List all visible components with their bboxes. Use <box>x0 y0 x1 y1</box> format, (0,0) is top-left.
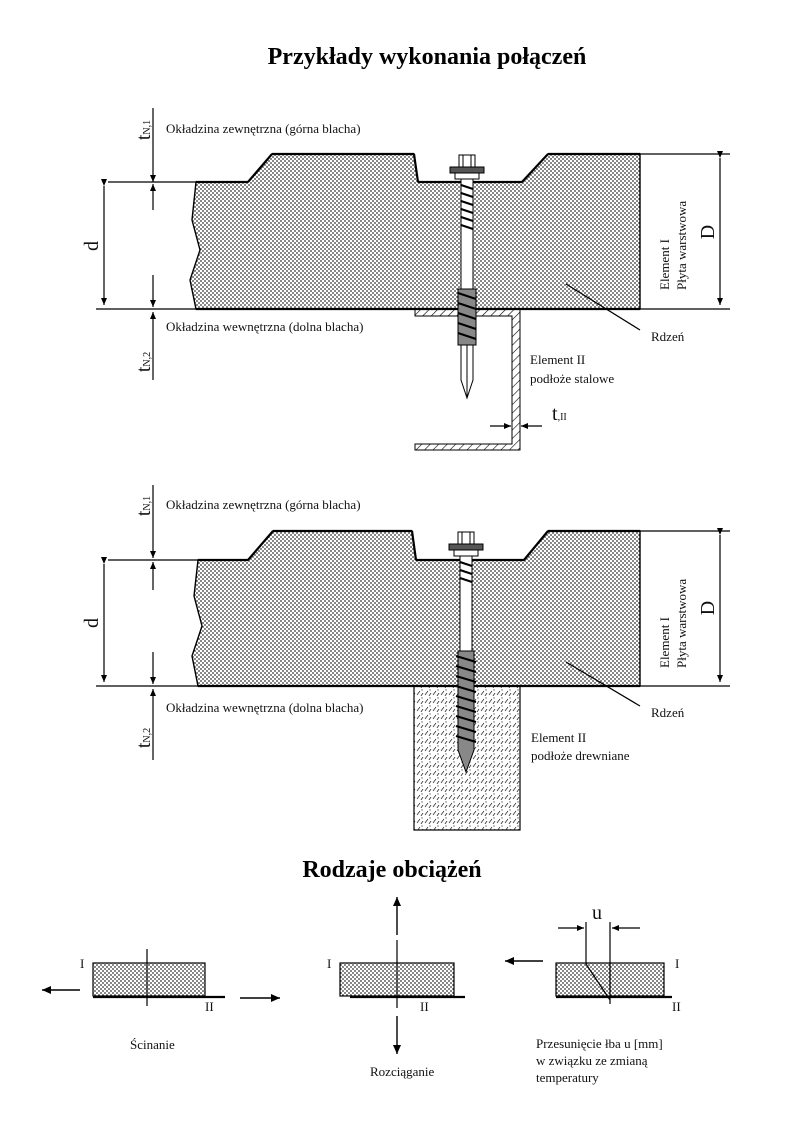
steel-substrate <box>414 308 521 451</box>
tension-label: Rozciąganie <box>370 1064 434 1079</box>
steel-connection-diagram: tN,1 Okładzina zewnętrzna (górna blacha)… <box>81 108 730 451</box>
shear-label: Ścinanie <box>130 1037 175 1052</box>
inner-sheet-label: Okładzina wewnętrzna (dolna blacha) <box>166 319 363 334</box>
core-label: Rdzeń <box>651 705 685 720</box>
D-label: D <box>697 601 719 615</box>
displacement-load-diagram: u I II Przesunięcie łba u [mm] w związku… <box>505 902 681 1085</box>
shear-load-diagram: I II Ścinanie <box>42 949 280 1052</box>
displacement-II-label: II <box>672 999 681 1014</box>
element1-label: Element I <box>657 239 672 290</box>
shear-I-label: I <box>80 956 84 971</box>
tension-II-label: II <box>420 999 429 1014</box>
D-label: D <box>697 225 719 239</box>
element2-label: Element II <box>531 730 586 745</box>
d-label: d <box>81 618 103 628</box>
displacement-line2: w związku ze zmianą <box>536 1053 648 1068</box>
substrate-label: podłoże drewniane <box>531 748 630 763</box>
loads-title: Rodzaje obciążeń <box>302 857 481 883</box>
wood-connection-diagram: tN,1 Okładzina zewnętrzna (górna blacha)… <box>81 485 730 831</box>
tII-label: t,II <box>552 403 567 425</box>
u-label: u <box>592 902 602 924</box>
sandwich-panel <box>189 153 641 310</box>
inner-sheet-label: Okładzina wewnętrzna (dolna blacha) <box>166 700 363 715</box>
screw-icon <box>448 531 484 774</box>
tn2-label: tN,2 <box>133 728 155 748</box>
substrate-label: podłoże stalowe <box>530 371 614 386</box>
tension-I-label: I <box>327 956 331 971</box>
outer-sheet-label: Okładzina zewnętrzna (górna blacha) <box>166 121 361 136</box>
element1-label: Element I <box>657 617 672 668</box>
element2-label: Element II <box>530 352 585 367</box>
core-label: Rdzeń <box>651 329 685 344</box>
panel-label: Płyta warstwowa <box>674 201 689 290</box>
displacement-I-label: I <box>675 956 679 971</box>
tension-load-diagram: I II Rozciąganie <box>327 897 465 1079</box>
screw-icon <box>449 154 485 400</box>
displacement-line1: Przesunięcie łba u [mm] <box>536 1036 663 1051</box>
main-title: Przykłady wykonania połączeń <box>268 44 587 70</box>
tn1-label: tN,1 <box>133 496 155 516</box>
panel-label: Płyta warstwowa <box>674 579 689 668</box>
shear-II-label: II <box>205 999 214 1014</box>
tn2-label: tN,2 <box>133 352 155 372</box>
outer-sheet-label: Okładzina zewnętrzna (górna blacha) <box>166 497 361 512</box>
displacement-line3: temperatury <box>536 1070 599 1085</box>
d-label: d <box>81 241 103 251</box>
tn1-label: tN,1 <box>133 120 155 140</box>
